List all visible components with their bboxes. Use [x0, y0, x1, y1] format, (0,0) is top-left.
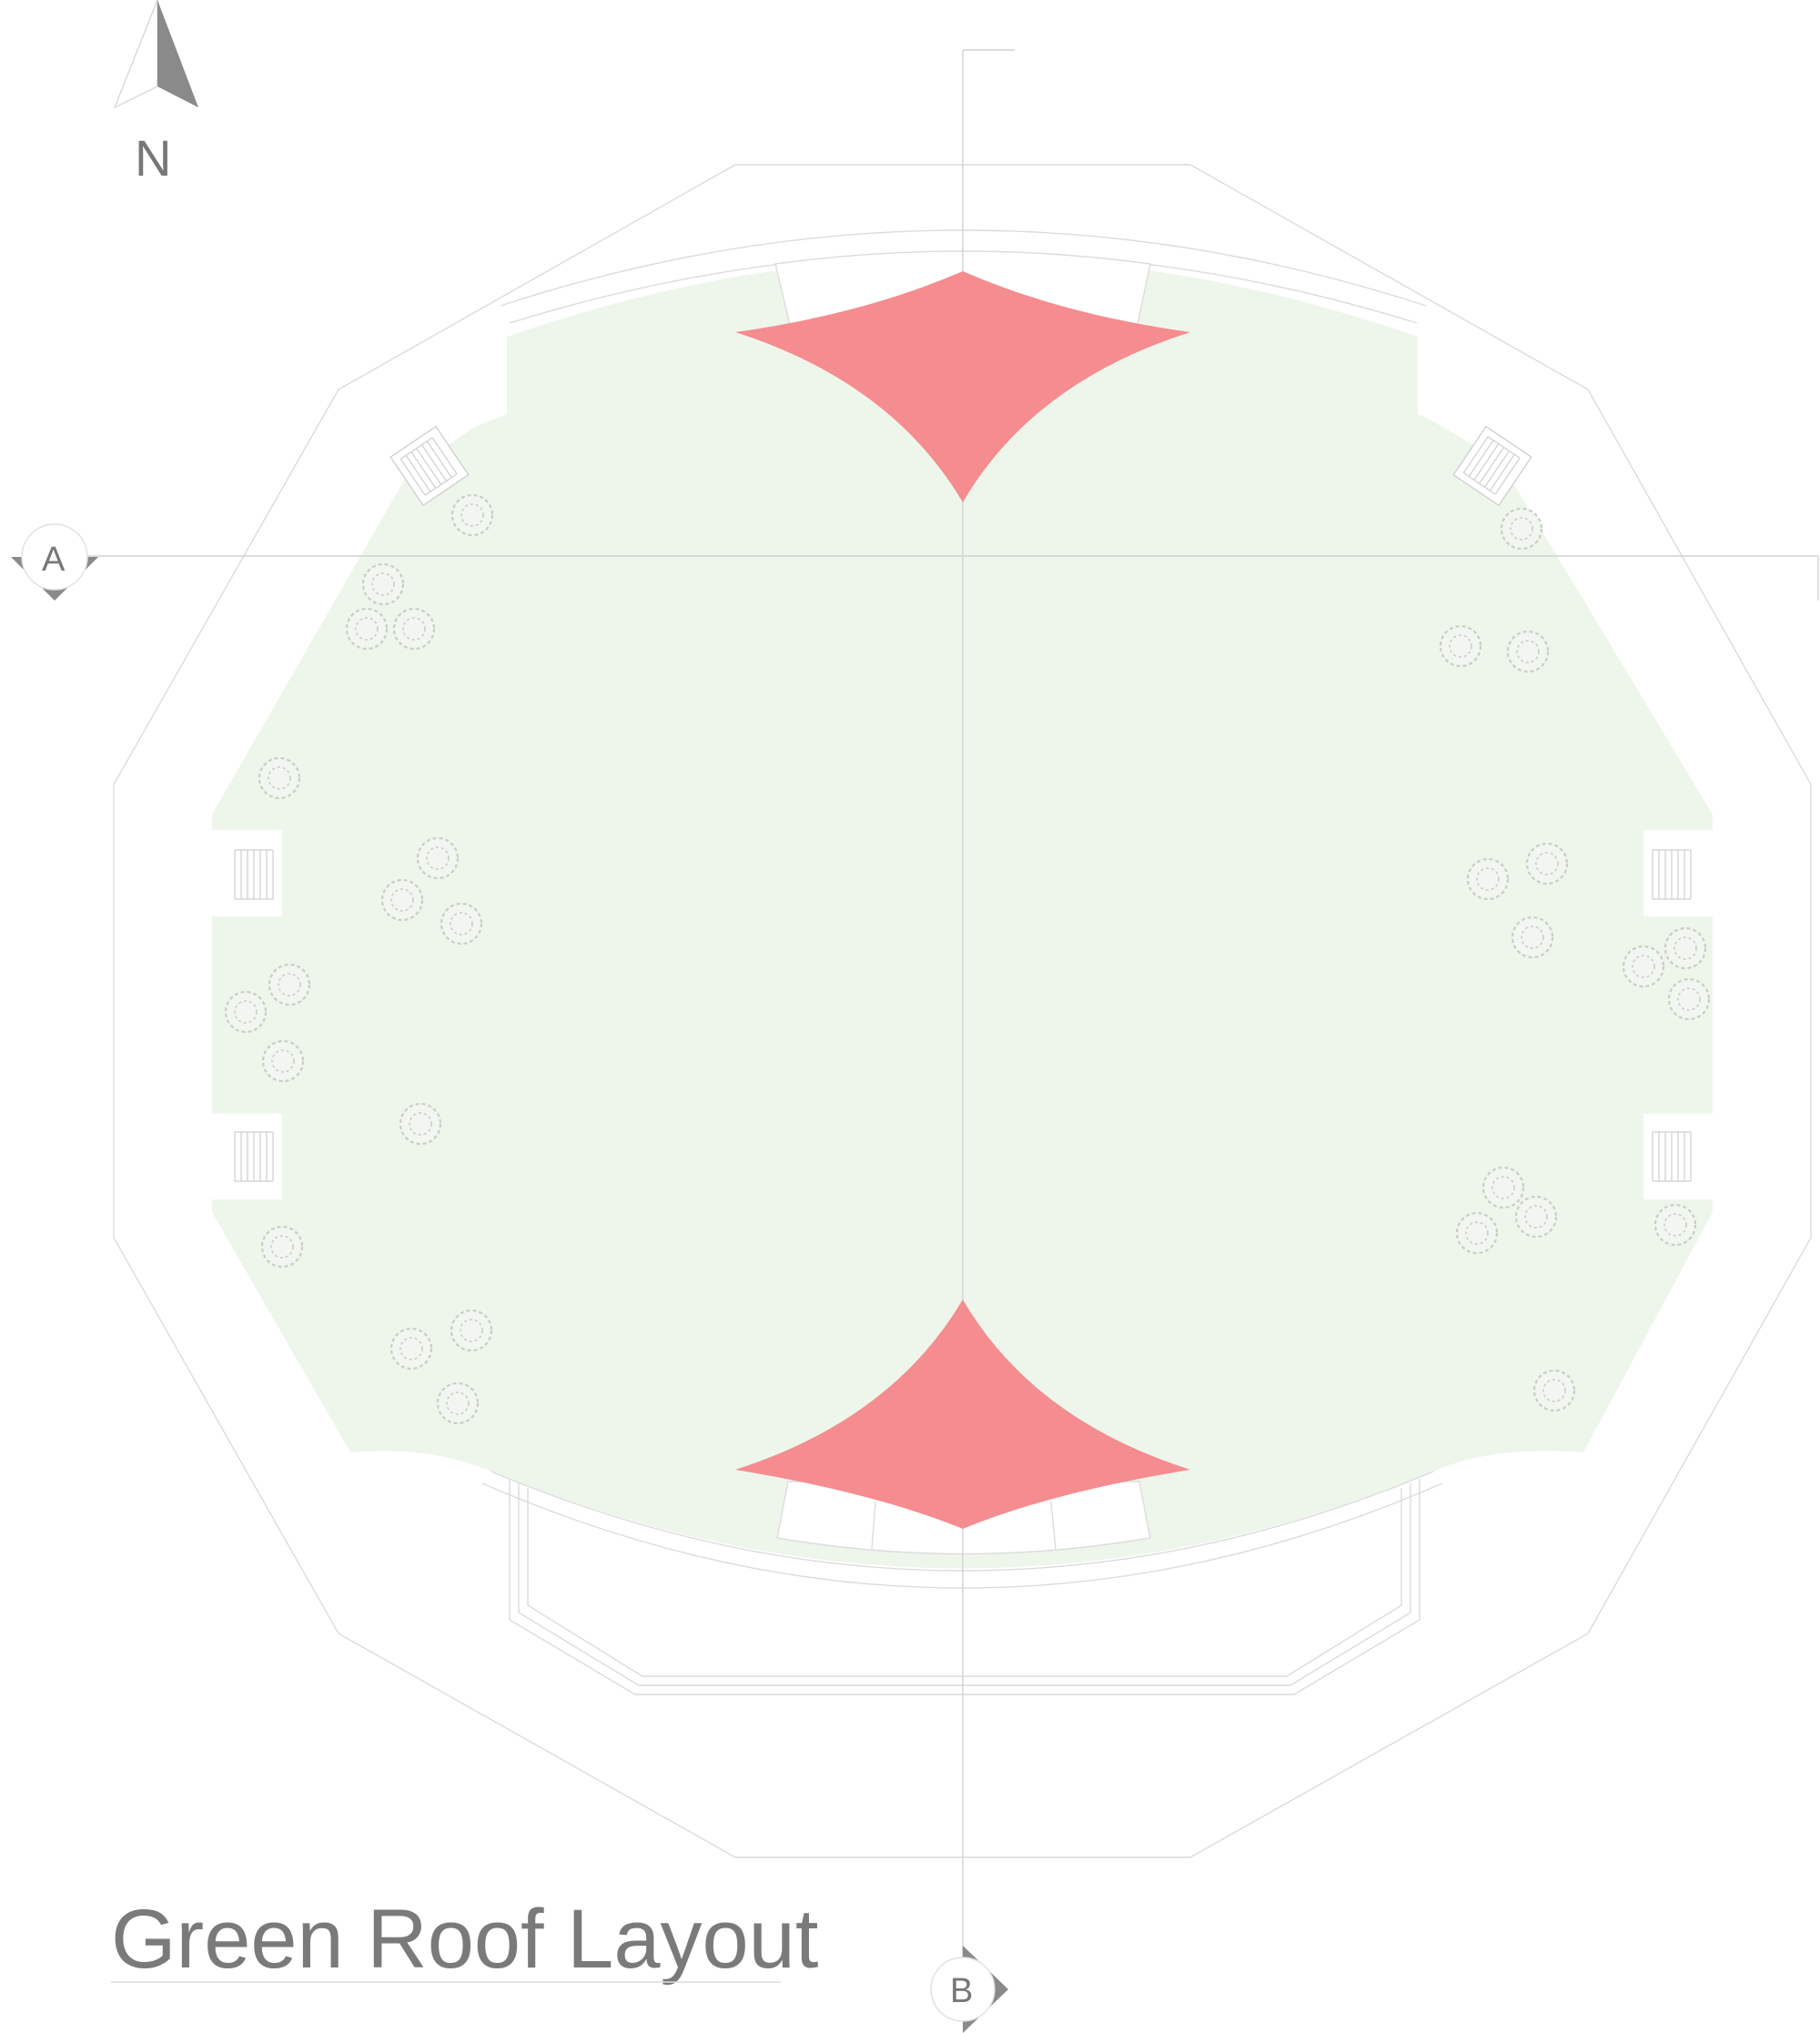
- stair-icon: [1652, 849, 1692, 900]
- tree-icon: [258, 756, 301, 800]
- tree-icon: [1455, 1211, 1499, 1255]
- tree-icon: [224, 990, 268, 1034]
- tree-icon: [1532, 1369, 1576, 1412]
- tree-icon: [436, 1381, 480, 1425]
- tree-icon: [1500, 507, 1543, 551]
- tree-icon: [1667, 977, 1711, 1021]
- stair-icon: [234, 849, 274, 900]
- tree-group: [224, 493, 1711, 1425]
- stair-icon: [234, 1131, 274, 1182]
- tree-icon: [450, 493, 494, 537]
- tree-icon: [440, 902, 483, 946]
- page-title: Green Roof Layout: [111, 1893, 818, 1986]
- tree-icon: [1653, 1203, 1697, 1247]
- south-steps: [509, 1479, 1421, 1695]
- tree-icon: [380, 878, 424, 922]
- tree-icon: [1622, 945, 1665, 988]
- tree-icon: [1481, 1166, 1525, 1209]
- tree-icon: [1439, 624, 1482, 668]
- tree-icon: [416, 836, 460, 880]
- north-canopy: [735, 271, 1190, 502]
- section-label-b: B: [950, 1972, 973, 2010]
- north-label: N: [135, 129, 171, 187]
- stair-icon: [389, 425, 470, 507]
- stair-icon: [1652, 1131, 1692, 1182]
- stair-icon: [1452, 425, 1532, 507]
- section-marker-icon: [930, 1946, 1008, 2033]
- tree-icon: [1663, 926, 1707, 970]
- tree-icon: [1506, 630, 1550, 673]
- tree-icon: [260, 1225, 304, 1269]
- tree-icon: [399, 1102, 442, 1146]
- tree-icon: [389, 1327, 433, 1371]
- tree-icon: [1514, 1195, 1558, 1239]
- tree-icon: [261, 1039, 305, 1083]
- tree-icon: [392, 607, 436, 651]
- site-outline: [113, 164, 1812, 1858]
- tree-icon: [450, 1309, 493, 1352]
- section-label-a: A: [42, 541, 66, 579]
- tree-icon: [361, 562, 405, 606]
- tree-icon: [1525, 842, 1569, 885]
- north-arrow-icon: [113, 0, 198, 109]
- section-marker-icon: [11, 523, 98, 601]
- south-canopy: [735, 1300, 1190, 1529]
- tree-icon: [345, 607, 389, 651]
- tree-icon: [1511, 915, 1554, 959]
- tree-icon: [1466, 857, 1510, 901]
- tree-icon: [268, 963, 311, 1006]
